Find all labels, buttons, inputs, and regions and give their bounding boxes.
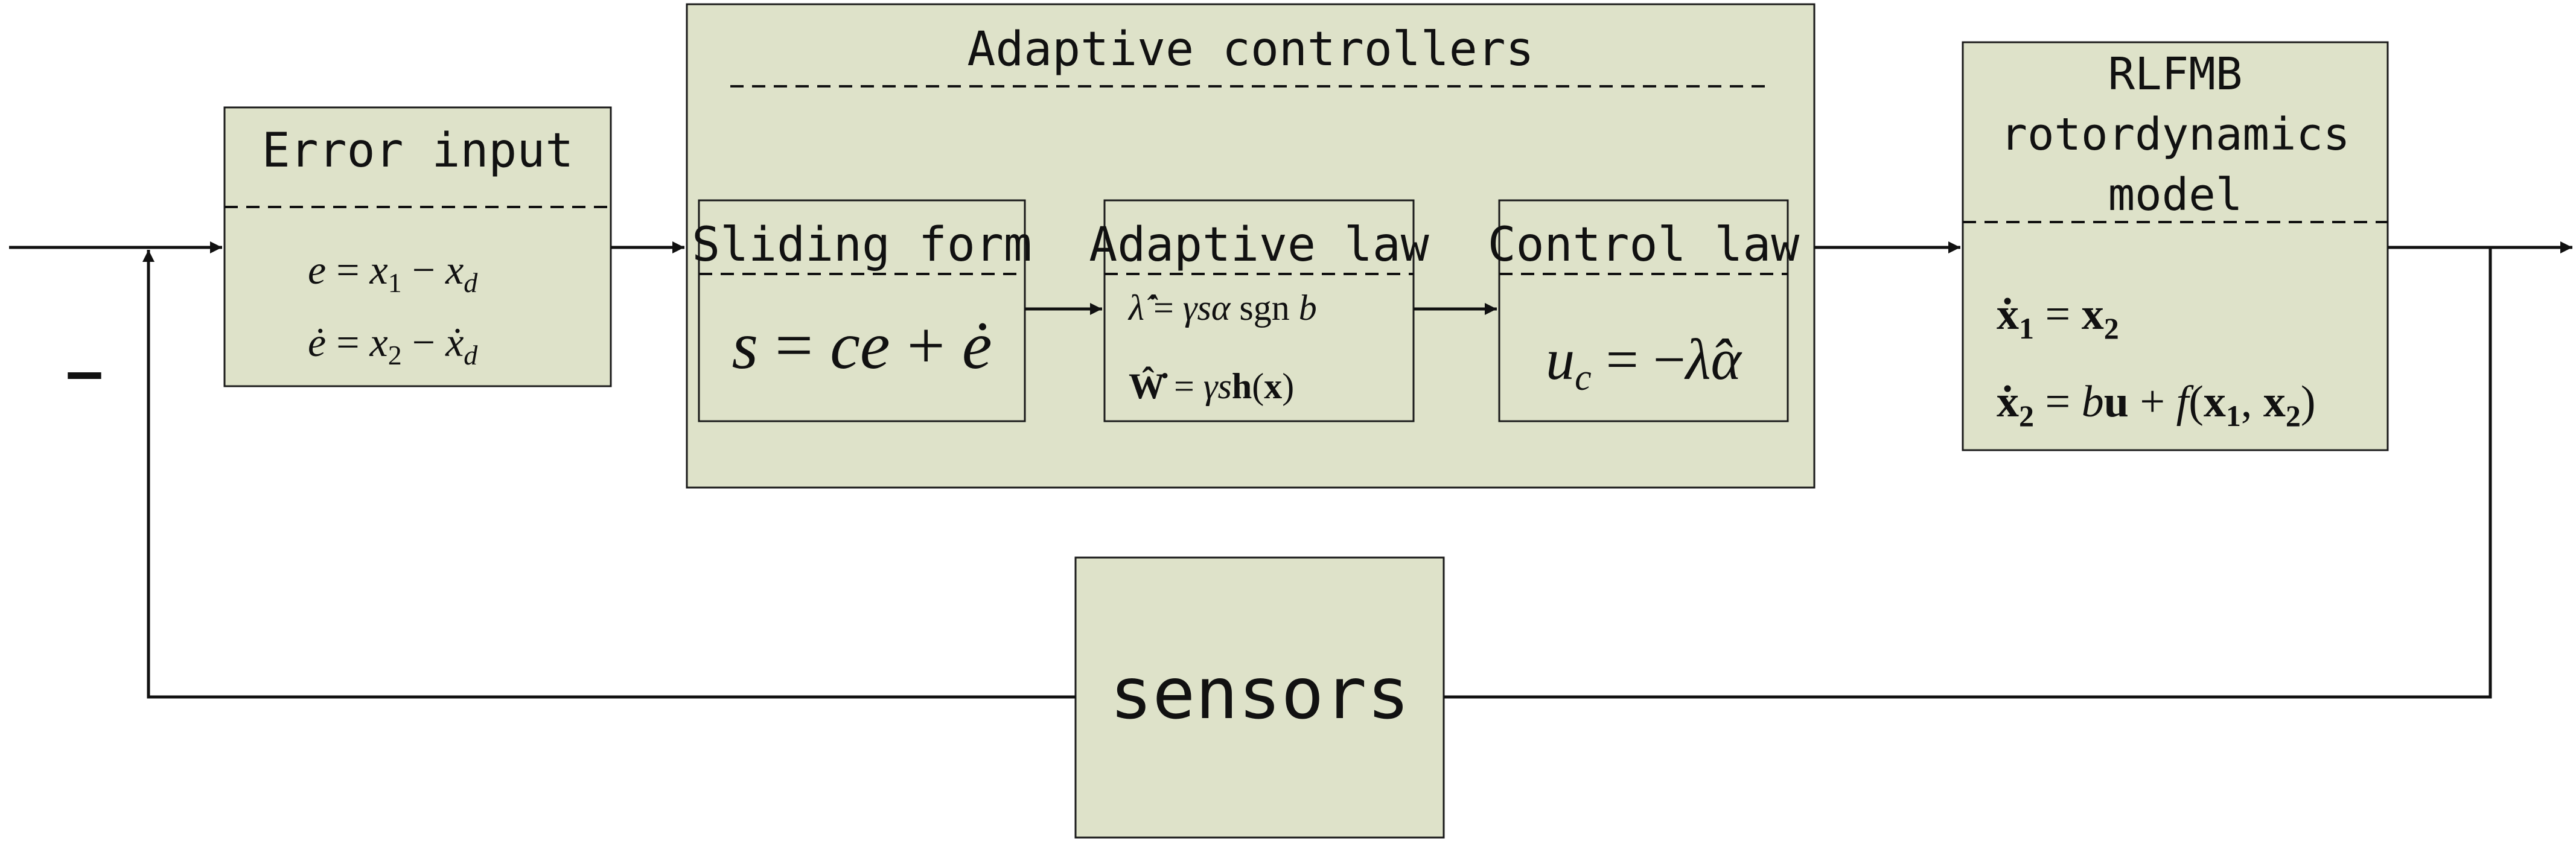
- adaptive-law-equation-2: Ŵ̇ = γsh(x): [1129, 366, 1294, 406]
- rlfmb-equation-2: ẋ2 = bu + f(x1, x2): [1997, 377, 2316, 433]
- control-law-block: Control law uc = −λ̂α: [1488, 199, 1800, 422]
- sliding-form-equation: s = ce + ė: [732, 308, 992, 383]
- sliding-form-title: Sliding form: [692, 218, 1032, 272]
- negative-feedback-sign: —: [68, 340, 101, 404]
- sensors-block: sensors: [1074, 556, 1445, 839]
- rlfmb-title-line-3: model: [2108, 169, 2243, 221]
- adaptive-law-equation-1: λ̂̇ = γsα sgn b: [1127, 288, 1317, 328]
- adaptive-law-title: Adaptive law: [1089, 218, 1429, 272]
- adaptive-controllers-title: Adaptive controllers: [967, 22, 1534, 77]
- error-input-title: Error input: [262, 124, 574, 178]
- output-to-sensors-wire: [1444, 247, 2492, 699]
- control-law-title: Control law: [1488, 218, 1800, 272]
- adaptive-law-block: Adaptive law λ̂̇ = γsα sgn b Ŵ̇ = γsh(x): [1089, 199, 1429, 422]
- rlfmb-model-block: RLFMB rotordynamics model ẋ1 = x2 ẋ2 = b…: [1962, 41, 2389, 451]
- error-equation-2: ė = x2 − ẋd: [308, 319, 478, 371]
- error-input-block: Error input e = x1 − xd ė = x2 − ẋd: [223, 106, 612, 387]
- sensors-title: sensors: [1109, 652, 1409, 735]
- sliding-form-block: Sliding form s = ce + ė: [692, 199, 1032, 422]
- feedback-arrow: [142, 250, 1076, 699]
- rlfmb-title-line-1: RLFMB: [2108, 48, 2243, 100]
- rlfmb-title-line-2: rotordynamics: [2000, 109, 2350, 161]
- rlfmb-equation-1: ẋ1 = x2: [1997, 290, 2119, 345]
